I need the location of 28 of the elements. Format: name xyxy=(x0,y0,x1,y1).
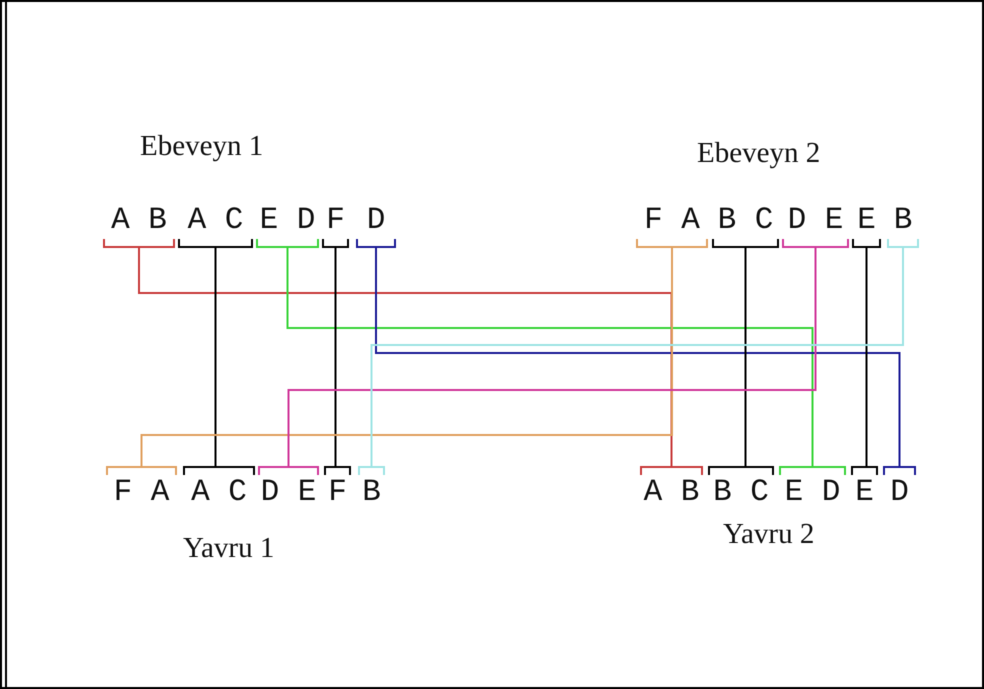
gene-group: F xyxy=(322,206,349,248)
gene-group: D xyxy=(883,466,916,508)
gene-group: B C xyxy=(712,206,779,248)
chromosome-title: Yavru 1 xyxy=(183,532,274,565)
gene-group: A B xyxy=(103,206,175,248)
gene-group: E D xyxy=(779,466,846,508)
gene-group: E xyxy=(851,466,878,508)
gene-group: D xyxy=(356,206,396,248)
gene-group: B xyxy=(358,466,385,508)
gene-group: B C xyxy=(708,466,774,508)
gene-group: D E xyxy=(258,466,319,508)
gene-group: E xyxy=(852,206,881,248)
gene-group: D E xyxy=(782,206,849,248)
gene-group: E D xyxy=(256,206,319,248)
chromosome-title: Ebeveyn 1 xyxy=(140,130,264,163)
connector-line xyxy=(744,248,746,466)
connector-line xyxy=(866,248,868,466)
gene-group: B xyxy=(887,206,919,248)
gene-group: F A xyxy=(636,206,708,248)
gene-group: A B xyxy=(640,466,703,508)
chromosome-title: Ebeveyn 2 xyxy=(697,137,820,170)
gene-group: A C xyxy=(178,206,253,248)
gene-group: A C xyxy=(183,466,255,508)
connector-line xyxy=(214,248,216,466)
gene-group: F A xyxy=(106,466,177,508)
gene-group: F xyxy=(324,466,351,508)
chromosome-title: Yavru 2 xyxy=(723,518,814,551)
connector-line xyxy=(334,248,336,466)
